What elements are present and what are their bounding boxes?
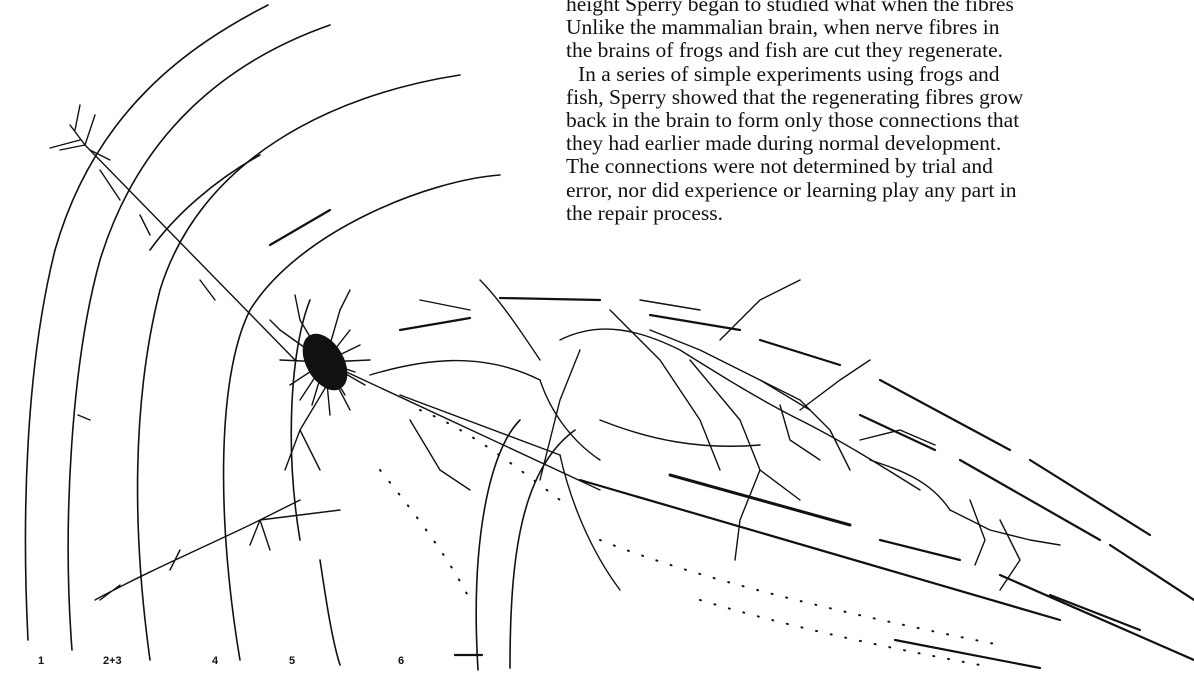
layer-label-2-3: 2+3	[103, 655, 122, 667]
text-line: they had earlier made during normal deve…	[566, 132, 1194, 155]
cortical-layer-boundaries	[25, 5, 575, 670]
text-line: height Sperry began to studied what when…	[566, 0, 1194, 16]
dotted-fibres	[380, 410, 1000, 665]
text-line: fish, Sperry showed that the regeneratin…	[566, 86, 1194, 109]
text-line: The connections were not determined by t…	[566, 155, 1194, 178]
text-line: error, nor did experience or learning pl…	[566, 179, 1194, 202]
body-text: height Sperry began to studied what when…	[566, 0, 1194, 225]
layer-label-1: 1	[38, 655, 44, 667]
text-line: the brains of frogs and fish are cut the…	[566, 39, 1194, 62]
text-line: the repair process.	[566, 202, 1194, 225]
text-line: Unlike the mammalian brain, when nerve f…	[566, 16, 1194, 39]
text-line: back in the brain to form only those con…	[566, 109, 1194, 132]
layer-label-6: 6	[398, 655, 404, 667]
layer-label-5: 5	[289, 655, 295, 667]
dashed-boundaries	[270, 210, 1194, 668]
text-line: In a series of simple experiments using …	[566, 63, 1194, 86]
layer-label-4: 4	[212, 655, 218, 667]
